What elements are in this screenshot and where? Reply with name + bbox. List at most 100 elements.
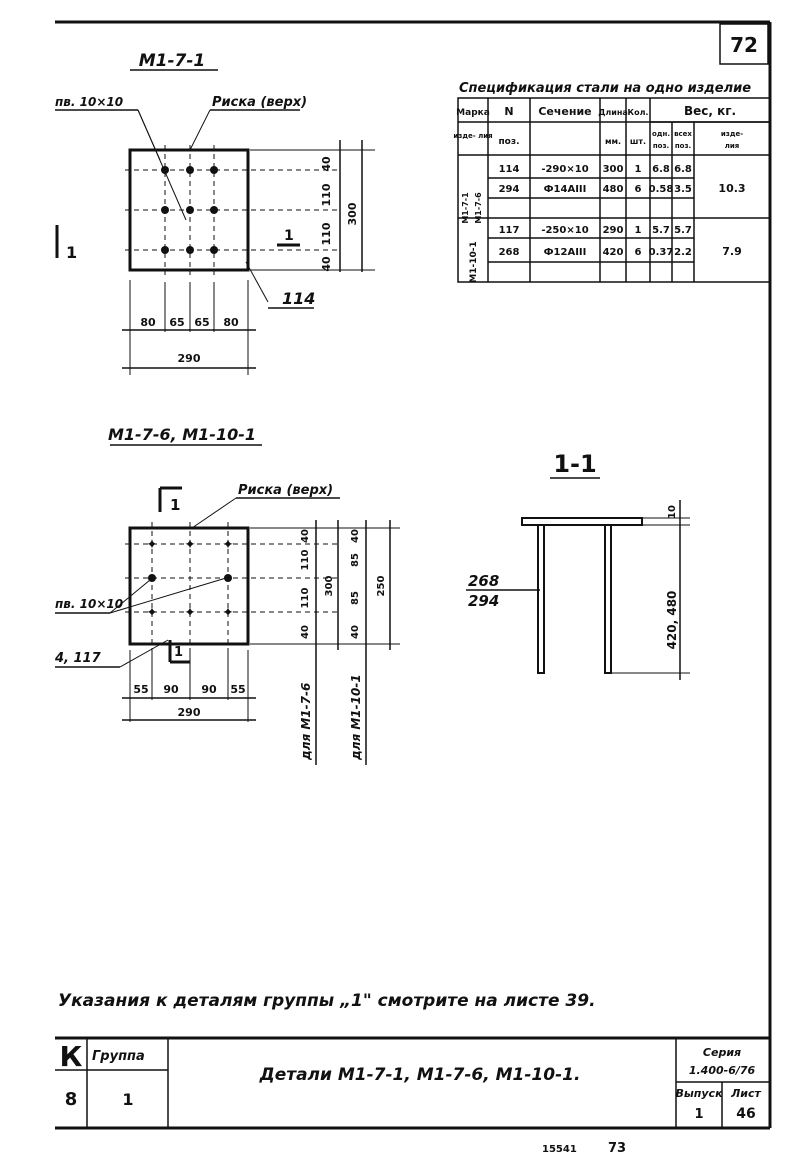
tb-list-label: Лист <box>730 1087 761 1100</box>
section-bar-right <box>604 524 612 674</box>
spec-g2-r2-poz: 268 <box>499 247 520 258</box>
spec-g1-mark-1: М1-7-6 <box>474 192 483 224</box>
spec-g2-mark-0: М1-10-1 <box>469 241 479 282</box>
svg-text:✦: ✦ <box>146 537 158 553</box>
spec-g1-r1-qty: 1 <box>635 164 642 175</box>
spec-g2-r1-qty: 1 <box>635 225 642 236</box>
drawing2-note-a: для М1-7-6 <box>299 683 313 761</box>
svg-text:✦: ✦ <box>184 605 196 621</box>
spec-g2-total: 7.9 <box>722 245 742 258</box>
drawing2-dim-a-1: 110 <box>300 550 311 571</box>
drawing2-weld-leader-diag <box>109 579 151 614</box>
spec-h-vseh: всех <box>674 130 692 138</box>
spec-g2-r1-section: -250×10 <box>541 225 588 236</box>
tb-k: К <box>60 1040 83 1073</box>
spec-g2-r2-length: 420 <box>603 247 624 258</box>
drawing1-dim-total: 290 <box>178 352 201 365</box>
tb-vypusk-value: 1 <box>694 1107 703 1122</box>
drawing1-dim-bottom-2: 65 <box>194 316 209 329</box>
spec-h-sechenie: Сечение <box>538 105 591 118</box>
sheet-note: Указания к деталям группы „1" смотрите н… <box>58 991 596 1011</box>
section-plate <box>521 517 643 526</box>
drawing2-dim-bottom-2: 90 <box>201 683 217 696</box>
drawing2-dim-total: 290 <box>178 706 201 719</box>
spec-rows: 114 -290×10 300 1 6.8 6.8 294 Ф14АIII 48… <box>499 164 746 258</box>
drawing1-dim-right-total: 300 <box>346 202 359 225</box>
spec-table-frame <box>457 97 771 283</box>
spec-g1-total: 10.3 <box>718 182 745 195</box>
section-label-bottom: 294 <box>468 592 499 610</box>
drawing1-dim-bottom-3: 80 <box>223 316 239 329</box>
spec-g1-r2-wone: 0.58 <box>649 184 674 195</box>
svg-text:✦: ✦ <box>222 605 234 621</box>
drawing1-dim-right-0: 40 <box>320 156 333 172</box>
spec-g1-r2-length: 480 <box>603 184 624 195</box>
drawing1-dim-right-3: 40 <box>320 256 333 272</box>
drawing2-studs: ✦ ✦ ✦ ✦ ✦ ✦ <box>146 537 234 621</box>
tb-title: Детали М1-7-1, М1-7-6, М1-10-1. <box>259 1065 581 1085</box>
svg-text:✦: ✦ <box>184 537 196 553</box>
footer-code: 15541 <box>542 1144 577 1155</box>
drawing2-dim-bottom-0: 55 <box>133 683 148 696</box>
footer-num: 73 <box>608 1141 626 1156</box>
spec-g2-r2-qty: 6 <box>635 247 642 258</box>
spec-g1-r2-qty: 6 <box>635 184 642 195</box>
drawing2-dims-right: 40 110 110 40 300 40 85 85 40 250 <box>300 529 387 639</box>
drawing2-section-label-top: 1 <box>170 496 180 514</box>
drawing2-dim-b-2: 85 <box>350 591 361 605</box>
svg-text:✦: ✦ <box>146 605 158 621</box>
drawing2-dim-a-total: 300 <box>324 576 335 597</box>
spec-h-poz: поз. <box>498 137 519 147</box>
drawing1-dims-bottom: 80 65 65 80 290 <box>140 316 239 365</box>
drawing2-dim-b-total: 250 <box>376 576 387 597</box>
drawing2-dim-a-0: 40 <box>300 529 311 543</box>
drawing2-dim-b-3: 40 <box>350 625 361 639</box>
spec-g1-r1-length: 300 <box>603 164 624 175</box>
drawing1-dim-bottom-0: 80 <box>140 316 156 329</box>
spec-h-poz1: поз. <box>653 142 669 150</box>
spec-g2-r2-wone: 0.37 <box>649 247 674 258</box>
drawing1-section-label-right: 1 <box>284 228 294 244</box>
spec-g2-r1-length: 290 <box>603 225 624 236</box>
drawing2-dim-bottom-1: 90 <box>163 683 179 696</box>
tb-vypusk-label: Выпуск <box>675 1087 723 1100</box>
drawing2-weld-label: пв. 10×10 <box>55 597 123 611</box>
sheet-number: 72 <box>730 33 758 57</box>
spec-h-poz2: поз. <box>675 142 691 150</box>
spec-g1-mark-0: М1-7-1 <box>461 192 470 224</box>
tb-gruppa-label: Группа <box>92 1049 145 1064</box>
drawing2-plate <box>128 526 250 646</box>
svg-text:✦: ✦ <box>222 537 234 553</box>
spec-g2-r1-wone: 5.7 <box>652 225 670 236</box>
tb-k-value: 8 <box>65 1089 78 1110</box>
spec-h-mm: мм. <box>605 137 621 146</box>
drawing1-weld-leader-diag2 <box>137 109 161 161</box>
spec-h-dlina: Длина <box>598 108 628 117</box>
drawing2-dim-bottom-3: 55 <box>230 683 245 696</box>
spec-h-sht: шт. <box>630 137 646 146</box>
spec-g1-r1-section: -290×10 <box>541 164 588 175</box>
spec-h-n: N <box>504 105 513 118</box>
drawing2-pos-leader <box>119 639 169 668</box>
drawing2-weld-leader-diag2 <box>109 577 227 614</box>
spec-h-izdel2: лия <box>725 142 740 150</box>
spec-headers: Марка изде- лия N поз. Сечение Длина мм.… <box>453 104 743 150</box>
drawing2-dims-bottom: 55 90 90 55 290 <box>133 683 245 719</box>
drawing2-note-b: для М1-10-1 <box>349 674 363 761</box>
section-bar-left <box>537 524 545 674</box>
drawing1-dim-right-1: 110 <box>320 183 333 206</box>
drawing2-pos-label: 4, 117 <box>54 651 102 666</box>
drawing2-mark-leader-diag <box>191 497 237 529</box>
spec-g1-r2-wall: 3.5 <box>674 184 692 195</box>
spec-g1-r2-poz: 294 <box>499 184 520 195</box>
spec-g2-r1-wall: 5.7 <box>674 225 692 236</box>
drawing2-section-label-bottom: 1 <box>174 645 183 660</box>
drawing1-mark-label: Риска (верх) <box>212 95 307 110</box>
spec-h-marka: Марка <box>456 108 490 118</box>
drawing2-dim-b-1: 85 <box>350 553 361 567</box>
drawing2-mark-label: Риска (верх) <box>238 483 333 498</box>
spec-g1-r1-wone: 6.8 <box>652 164 670 175</box>
drawing1-weld-label: пв. 10×10 <box>55 95 123 109</box>
drawing2-title: М1-7-6, М1-10-1 <box>108 425 256 444</box>
